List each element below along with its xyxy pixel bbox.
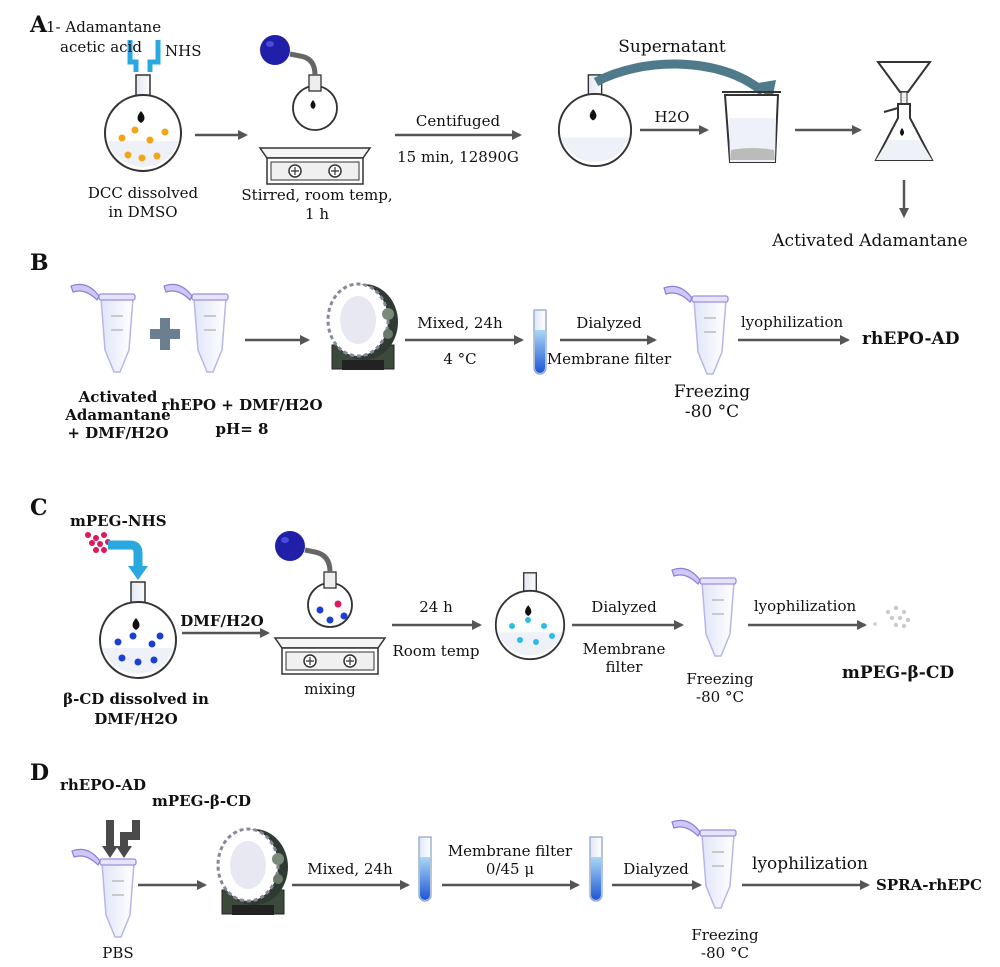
arrow-label: Membrane bbox=[582, 640, 666, 658]
eppendorf-tube-icon bbox=[70, 283, 136, 373]
tube-label: + DMF/H2O bbox=[67, 424, 169, 442]
stir-plate-icon bbox=[274, 637, 386, 675]
step-label: in DMSO bbox=[108, 203, 178, 221]
arrow-label: lyophilization bbox=[752, 854, 868, 874]
tube-label: rhEPO + DMF/H2O bbox=[161, 396, 323, 414]
step-label: Stirred, room temp, bbox=[241, 186, 393, 204]
reagent-label: mPEG-NHS bbox=[70, 512, 167, 530]
step-label: 1 h bbox=[305, 205, 329, 223]
arrow-label: Centifuged bbox=[415, 112, 501, 130]
rotator-icon bbox=[216, 827, 290, 917]
stir-plate-icon bbox=[259, 147, 371, 185]
section-label-d: D bbox=[30, 760, 50, 786]
powder-icon bbox=[873, 605, 911, 629]
reagent-label: NHS bbox=[165, 42, 202, 60]
reagent-label: acetic acid bbox=[60, 38, 142, 56]
arrow-label: lyophilization bbox=[740, 313, 844, 331]
arrow-label: 15 min, 12890G bbox=[397, 148, 519, 166]
arrow-label: Mixed, 24h bbox=[307, 860, 393, 878]
arrow-label: 24 h bbox=[419, 598, 453, 616]
eppendorf-tube-icon bbox=[663, 285, 729, 375]
arrow-label: DMF/H2O bbox=[180, 612, 264, 630]
rotator-icon bbox=[326, 282, 400, 372]
freeze-label: -80 °C bbox=[696, 688, 744, 706]
flask-label: DMF/H2O bbox=[94, 710, 178, 728]
freeze-label: Freezing bbox=[686, 670, 754, 688]
arrow-label: H2O bbox=[654, 108, 690, 126]
eppendorf-tube-icon bbox=[671, 567, 737, 657]
arrow-label: Membrane filter bbox=[447, 842, 573, 860]
test-tube-icon bbox=[418, 836, 432, 902]
product-label: Activated Adamantane bbox=[772, 231, 968, 251]
tube-label: Adamantane bbox=[65, 406, 171, 424]
reagent-label: 1- Adamantane bbox=[46, 18, 162, 36]
arrow-label: Membrane filter bbox=[546, 350, 672, 368]
freeze-label: -80 °C bbox=[701, 944, 749, 962]
product-label: SPRA-rhEPC bbox=[876, 876, 982, 894]
buffer-label: PBS bbox=[102, 944, 134, 962]
reagent-label: mPEG-β-CD bbox=[152, 792, 252, 810]
arrow-label: 4 °C bbox=[443, 350, 477, 368]
mpeg-dots-icon bbox=[85, 532, 111, 553]
eppendorf-tube-icon bbox=[163, 283, 229, 373]
freeze-label: -80 °C bbox=[684, 402, 740, 422]
centrifuge-flask-icon bbox=[557, 73, 633, 168]
test-tube-icon bbox=[533, 309, 547, 375]
test-tube-icon bbox=[589, 836, 603, 902]
reagent-label: rhEPO-AD bbox=[60, 776, 147, 794]
step-label: DCC dissolved bbox=[87, 184, 199, 202]
freeze-label: Freezing bbox=[691, 926, 759, 944]
eppendorf-tube-icon bbox=[71, 848, 137, 938]
freeze-label: Freezing bbox=[673, 382, 751, 402]
section-label-a: A bbox=[30, 12, 48, 38]
beaker-icon bbox=[722, 91, 781, 163]
product-label: rhEPO-AD bbox=[862, 329, 960, 349]
funnel-flask-icon bbox=[874, 61, 934, 161]
arrow-label: Dialyzed bbox=[623, 860, 689, 878]
arrow-label: Dialyzed bbox=[576, 314, 642, 332]
flask-icon bbox=[494, 571, 566, 661]
flask-label: β-CD dissolved in bbox=[63, 690, 209, 708]
arrow-label: filter bbox=[605, 658, 643, 676]
plus-icon bbox=[150, 318, 180, 350]
arrow-label: Room temp bbox=[392, 642, 480, 660]
supernatant-label: Supernatant bbox=[618, 37, 726, 57]
section-label-c: C bbox=[30, 495, 48, 521]
tube-label: pH= 8 bbox=[215, 420, 269, 438]
step-label: mixing bbox=[304, 680, 356, 698]
section-label-b: B bbox=[30, 250, 49, 276]
arrow-label: 0/45 μ bbox=[485, 860, 535, 878]
arrow-label: Dialyzed bbox=[591, 598, 657, 616]
tube-label: Activated bbox=[78, 388, 158, 406]
arrow-label: lyophilization bbox=[753, 597, 857, 615]
arrow-label: Mixed, 24h bbox=[417, 314, 503, 332]
product-label: mPEG-β-CD bbox=[841, 663, 955, 683]
